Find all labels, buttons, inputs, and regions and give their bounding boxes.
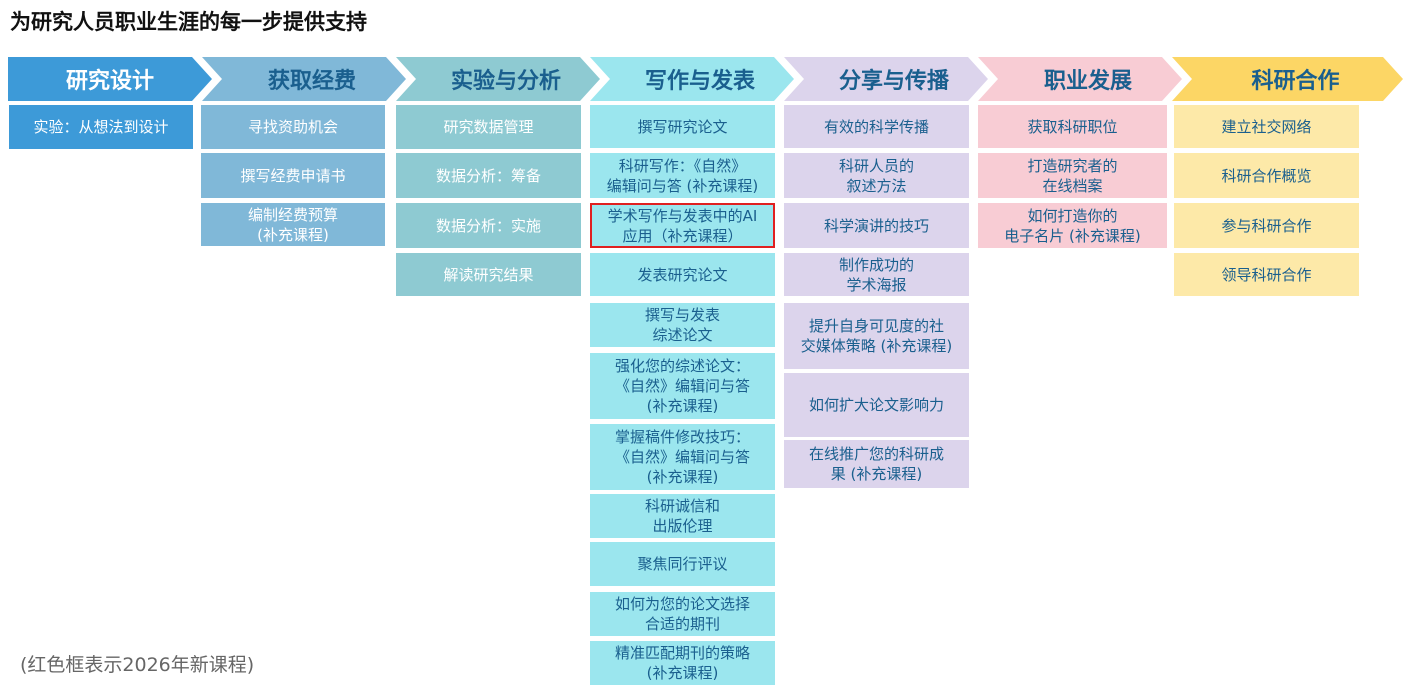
course-cell[interactable]: 科研诚信和 出版伦理 [590,494,775,538]
course-cell[interactable]: 如何为您的论文选择 合适的期刊 [590,592,775,636]
course-cell[interactable]: 聚焦同行评议 [590,542,775,586]
course-cell[interactable]: 数据分析：实施 [396,203,581,248]
course-label: 撰写与发表 综述论文 [644,306,720,344]
course-cell[interactable]: 在线推广您的科研成 果 (补充课程) [784,440,969,488]
course-cell[interactable]: 提升自身可见度的社 交媒体策略 (补充课程) [784,303,969,369]
course-label: 科研合作概览 [1221,166,1312,185]
course-label: 掌握稿件修改技巧： 《自然》编辑问与答 (补充课程) [614,428,750,486]
new-course-cell[interactable]: 学术写作与发表中的AI 应用（补充课程） [590,203,775,248]
course-label: 研究数据管理 [443,118,534,136]
page-title: 为研究人员职业生涯的每一步提供支持 [10,10,367,34]
course-cell[interactable]: 撰写研究论文 [590,105,775,148]
course-cell[interactable]: 科学演讲的技巧 [784,203,969,248]
course-cell[interactable]: 解读研究结果 [396,253,581,296]
course-cell[interactable]: 科研人员的 叙述方法 [784,153,969,198]
course-cell[interactable]: 研究数据管理 [396,105,581,149]
course-cell[interactable]: 撰写经费申请书 [201,153,385,198]
course-label: 学术写作与发表中的AI 应用（补充课程） [607,206,758,245]
course-label: 建立社交网络 [1221,117,1312,136]
course-label: 如何为您的论文选择 合适的期刊 [614,595,750,633]
course-cell[interactable]: 强化您的综述论文： 《自然》编辑问与答 (补充课程) [590,353,775,419]
stage-arrow-bar: 研究设计获取经费实验与分析写作与发表分享与传播职业发展科研合作 [8,57,1403,101]
course-label: 获取科研职位 [1027,117,1118,136]
course-label: 撰写经费申请书 [240,166,346,185]
course-label: 强化您的综述论文： 《自然》编辑问与答 (补充课程) [614,357,750,415]
course-label: 寻找资助机会 [247,118,338,136]
course-cell[interactable]: 撰写与发表 综述论文 [590,303,775,347]
course-cell[interactable]: 打造研究者的 在线档案 [978,153,1167,198]
course-label: 领导科研合作 [1221,265,1312,284]
course-label: 科研写作：《自然》 编辑问与答 (补充课程) [606,156,759,195]
stage-arrow-5[interactable]: 分享与传播 [784,57,988,101]
course-label: 参与科研合作 [1221,216,1312,235]
course-label: 提升自身可见度的社 交媒体策略 (补充课程) [800,317,953,355]
course-label: 科研人员的 叙述方法 [838,156,914,195]
course-label: 如何扩大论文影响力 [808,396,944,414]
course-label: 打造研究者的 在线档案 [1027,156,1118,195]
course-label: 发表研究论文 [637,265,728,284]
course-cell[interactable]: 实验：从想法到设计 [9,105,193,149]
footnote: (红色框表示2026年新课程) [20,654,255,676]
course-cell[interactable]: 发表研究论文 [590,253,775,296]
course-label: 精准匹配期刊的策略 (补充课程) [614,644,750,682]
stage-arrow-6[interactable]: 职业发展 [978,57,1182,101]
course-cell[interactable]: 编制经费预算 (补充课程) [201,203,385,246]
course-cell[interactable]: 建立社交网络 [1174,105,1359,148]
course-label: 在线推广您的科研成 果 (补充课程) [808,445,944,483]
course-label: 撰写研究论文 [637,117,728,136]
course-label: 编制经费预算 (补充课程) [247,205,338,244]
course-cell[interactable]: 掌握稿件修改技巧： 《自然》编辑问与答 (补充课程) [590,424,775,490]
course-label: 数据分析：筹备 [435,166,541,185]
course-cell[interactable]: 如何打造你的 电子名片 (补充课程) [978,203,1167,248]
course-cell[interactable]: 如何扩大论文影响力 [784,373,969,437]
course-label: 科学演讲的技巧 [823,216,929,235]
course-label: 如何打造你的 电子名片 (补充课程) [1004,206,1141,245]
course-cell[interactable]: 制作成功的 学术海报 [784,253,969,296]
course-label: 科研诚信和 出版伦理 [644,497,720,535]
course-label: 数据分析：实施 [435,216,541,235]
course-cell[interactable]: 科研写作：《自然》 编辑问与答 (补充课程) [590,153,775,198]
course-cell[interactable]: 有效的科学传播 [784,105,969,148]
course-cell[interactable]: 数据分析：筹备 [396,153,581,198]
course-cell[interactable]: 参与科研合作 [1174,203,1359,248]
course-label: 制作成功的 学术海报 [838,255,914,294]
stage-arrow-4[interactable]: 写作与发表 [590,57,794,101]
stage-arrow-3[interactable]: 实验与分析 [396,57,600,101]
course-label: 实验：从想法到设计 [33,118,169,136]
course-label: 有效的科学传播 [823,117,929,136]
stage-arrow-7[interactable]: 科研合作 [1172,57,1403,101]
course-cell[interactable]: 科研合作概览 [1174,153,1359,198]
course-label: 解读研究结果 [443,265,534,284]
course-label: 聚焦同行评议 [637,555,728,573]
course-cell[interactable]: 精准匹配期刊的策略 (补充课程) [590,641,775,685]
course-cell[interactable]: 寻找资助机会 [201,105,385,149]
course-cell[interactable]: 领导科研合作 [1174,253,1359,296]
stage-arrow-1[interactable]: 研究设计 [8,57,212,101]
stage-arrow-2[interactable]: 获取经费 [202,57,406,101]
course-cell[interactable]: 获取科研职位 [978,105,1167,148]
